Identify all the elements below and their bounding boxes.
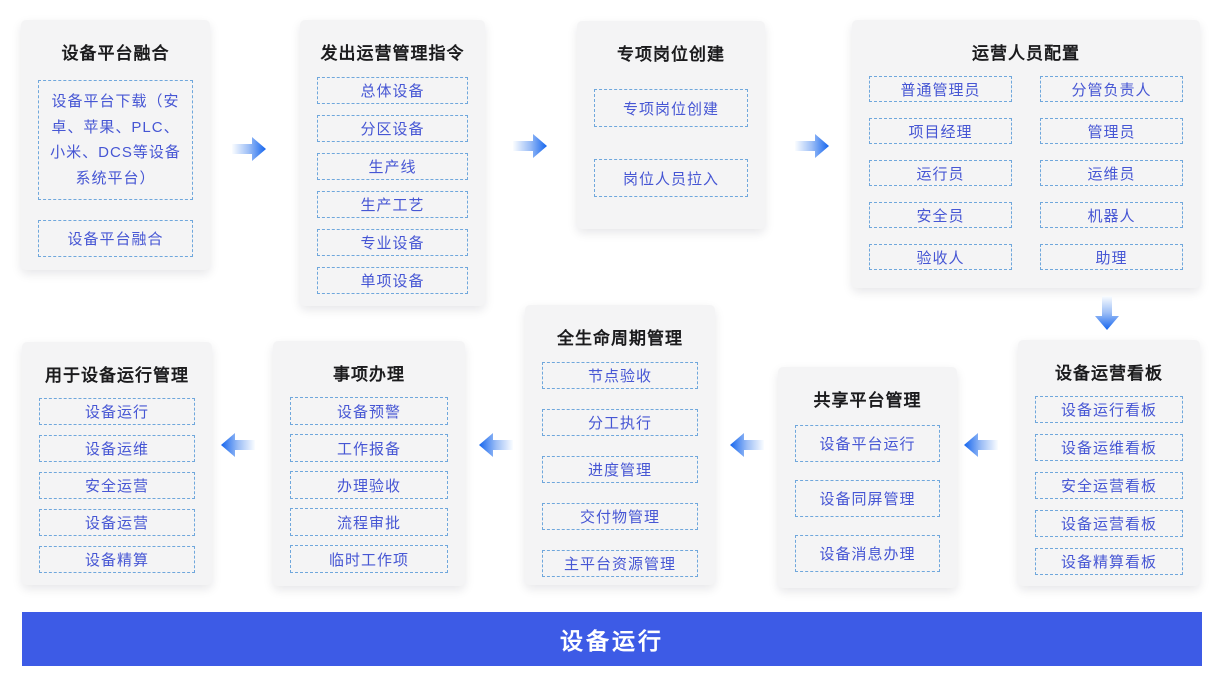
flow-item: 专业设备	[317, 229, 468, 256]
card-device-operation-management: 用于设备运行管理 设备运行 设备运维 安全运营 设备运营 设备精算	[22, 342, 212, 585]
flow-item: 设备运行看板	[1035, 396, 1183, 423]
flow-item: 设备精算看板	[1035, 548, 1183, 575]
flow-item: 分工执行	[542, 409, 698, 436]
flow-item: 生产工艺	[317, 191, 468, 218]
flow-item: 验收人	[869, 244, 1012, 270]
flow-item: 设备精算	[39, 546, 195, 573]
flow-item: 设备平台运行	[795, 425, 940, 462]
flow-item: 交付物管理	[542, 503, 698, 530]
card-title: 设备运营看板	[1055, 364, 1163, 383]
flow-item: 安全员	[869, 202, 1012, 228]
flow-item: 安全运营看板	[1035, 472, 1183, 499]
card-device-operation-dashboard: 设备运营看板 设备运行看板 设备运维看板 安全运营看板 设备运营看板 设备精算看…	[1018, 340, 1200, 586]
flow-item: 进度管理	[542, 456, 698, 483]
flow-item: 设备平台融合	[38, 220, 193, 257]
flow-item: 设备运营看板	[1035, 510, 1183, 537]
card-device-platform-fusion: 设备平台融合 设备平台下载（安卓、苹果、PLC、小米、DCS等设备系统平台） 设…	[21, 20, 210, 270]
card-title: 全生命周期管理	[557, 329, 683, 348]
card-operation-personnel-config: 运营人员配置 普通管理员 分管负责人 项目经理 管理员 运行员 运维员 安全员 …	[852, 20, 1200, 288]
flow-item: 流程审批	[290, 508, 448, 536]
flow-item: 临时工作项	[290, 545, 448, 573]
card-title: 运营人员配置	[972, 44, 1080, 63]
flow-item: 运行员	[869, 160, 1012, 186]
card-title: 事项办理	[333, 365, 405, 384]
flow-item: 普通管理员	[869, 76, 1012, 102]
arrow-left-icon	[220, 432, 255, 458]
flow-item: 设备运营	[39, 509, 195, 536]
card-items: 总体设备 分区设备 生产线 生产工艺 专业设备 单项设备	[317, 77, 468, 294]
flow-item: 机器人	[1040, 202, 1183, 228]
card-items: 节点验收 分工执行 进度管理 交付物管理 主平台资源管理	[542, 362, 698, 577]
card-issue-operation-instructions: 发出运营管理指令 总体设备 分区设备 生产线 生产工艺 专业设备 单项设备	[300, 20, 485, 306]
card-matter-handling: 事项办理 设备预警 工作报备 办理验收 流程审批 临时工作项	[273, 341, 465, 586]
flow-item: 设备同屏管理	[795, 480, 940, 517]
arrow-right-icon	[513, 133, 548, 159]
flow-item: 节点验收	[542, 362, 698, 389]
flow-item: 设备运行	[39, 398, 195, 425]
card-items: 设备运行 设备运维 安全运营 设备运营 设备精算	[39, 398, 195, 573]
card-items: 设备运行看板 设备运维看板 安全运营看板 设备运营看板 设备精算看板	[1035, 396, 1183, 575]
flow-item: 办理验收	[290, 471, 448, 499]
card-items: 设备平台下载（安卓、苹果、PLC、小米、DCS等设备系统平台） 设备平台融合	[38, 80, 193, 257]
card-title: 发出运营管理指令	[320, 44, 465, 63]
banner-label: 设备运行	[560, 628, 664, 654]
flow-item: 设备消息办理	[795, 535, 940, 572]
card-title: 共享平台管理	[813, 391, 922, 410]
flow-item: 设备运维	[39, 435, 195, 462]
flow-item: 专项岗位创建	[594, 89, 748, 127]
card-items: 专项岗位创建 岗位人员拉入	[594, 89, 748, 197]
card-items: 设备平台运行 设备同屏管理 设备消息办理	[795, 425, 940, 572]
flow-item: 分区设备	[317, 115, 468, 142]
arrow-down-icon	[1094, 296, 1120, 331]
card-shared-platform-management: 共享平台管理 设备平台运行 设备同屏管理 设备消息办理	[778, 367, 957, 588]
flow-item: 分管负责人	[1040, 76, 1183, 102]
flow-item: 设备运维看板	[1035, 434, 1183, 461]
bottom-banner: 设备运行	[22, 612, 1202, 666]
flow-item: 设备预警	[290, 397, 448, 425]
arrow-left-icon	[729, 432, 764, 458]
arrow-left-icon	[478, 432, 513, 458]
flow-item: 安全运营	[39, 472, 195, 499]
flow-item: 助理	[1040, 244, 1183, 270]
card-items: 普通管理员 分管负责人 项目经理 管理员 运行员 运维员 安全员 机器人 验收人…	[869, 76, 1183, 272]
flow-item: 单项设备	[317, 267, 468, 294]
card-special-post-creation: 专项岗位创建 专项岗位创建 岗位人员拉入	[577, 21, 765, 229]
card-title: 专项岗位创建	[617, 45, 725, 64]
flow-item: 项目经理	[869, 118, 1012, 144]
arrow-left-icon	[963, 432, 998, 458]
flow-item: 总体设备	[317, 77, 468, 104]
card-title: 用于设备运行管理	[45, 366, 189, 385]
card-full-lifecycle-management: 全生命周期管理 节点验收 分工执行 进度管理 交付物管理 主平台资源管理	[525, 305, 715, 585]
flow-item: 岗位人员拉入	[594, 159, 748, 197]
flow-item: 设备平台下载（安卓、苹果、PLC、小米、DCS等设备系统平台）	[38, 80, 193, 200]
card-title: 设备平台融合	[61, 44, 170, 63]
flow-item: 运维员	[1040, 160, 1183, 186]
card-items: 设备预警 工作报备 办理验收 流程审批 临时工作项	[290, 397, 448, 573]
arrow-right-icon	[795, 133, 830, 159]
flow-item: 主平台资源管理	[542, 550, 698, 577]
flow-item: 工作报备	[290, 434, 448, 462]
flow-item: 管理员	[1040, 118, 1183, 144]
arrow-right-icon	[232, 136, 267, 162]
flow-item: 生产线	[317, 153, 468, 180]
